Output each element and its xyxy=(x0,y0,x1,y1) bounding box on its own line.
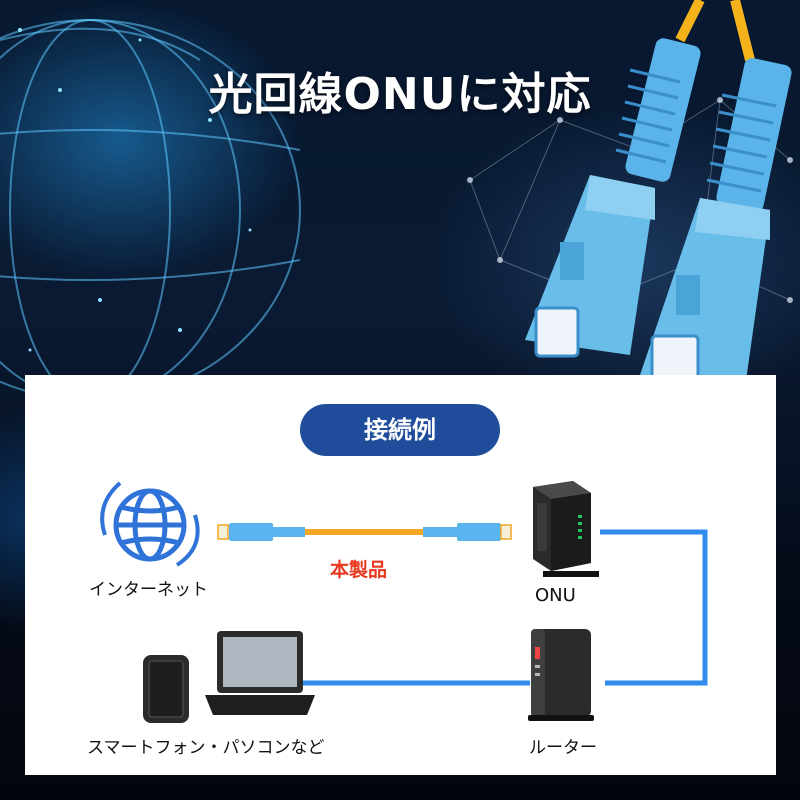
internet-label: インターネット xyxy=(89,580,208,600)
smartphone-icon xyxy=(143,655,189,723)
product-label: 本製品 xyxy=(330,559,388,581)
connection-example-badge: 接続例 xyxy=(300,404,500,456)
connection-diagram xyxy=(100,481,708,723)
connection-diagram-panel: 接続例 xyxy=(25,375,776,775)
sc-connector-left xyxy=(525,0,705,358)
onu-label: ONU xyxy=(535,585,576,606)
router-label: ルーター xyxy=(529,738,597,758)
hero-background-art xyxy=(0,0,793,400)
laptop-icon xyxy=(205,631,315,715)
globe-graphic xyxy=(0,19,301,400)
light-particles xyxy=(18,28,252,352)
devices-label: スマートフォン・パソコンなど xyxy=(87,738,325,758)
router-device-icon xyxy=(528,629,594,721)
sc-connector-right xyxy=(640,0,792,388)
onu-router-link xyxy=(600,529,708,686)
globe-icon xyxy=(100,481,200,567)
onu-device-icon xyxy=(533,481,599,577)
fiber-cable-icon xyxy=(217,523,512,541)
hero-title: 光回線ONUに対応 xyxy=(208,69,592,120)
